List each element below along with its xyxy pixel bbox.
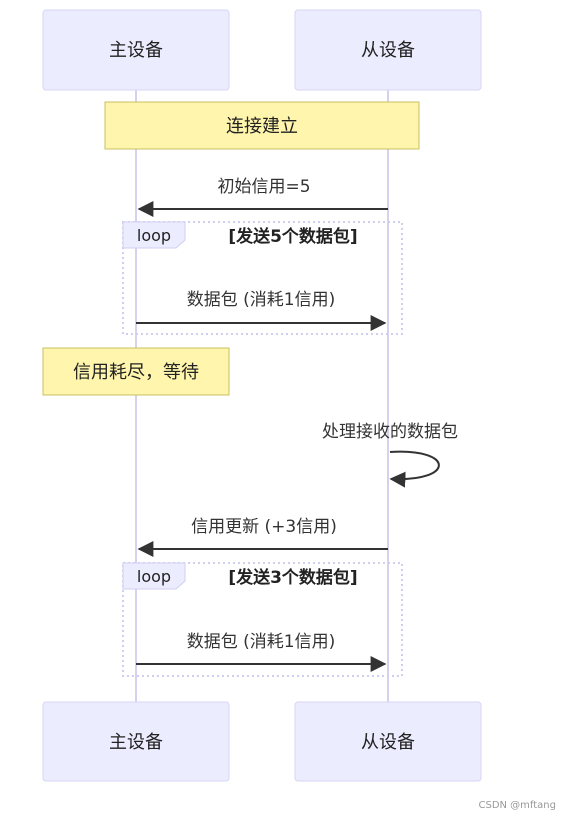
actor-slave-bottom: 从设备 (294, 701, 482, 782)
actor-slave-top-label: 从设备 (361, 40, 415, 61)
actor-slave-bottom-label: 从设备 (361, 732, 415, 753)
actor-master-bottom: 主设备 (42, 701, 230, 782)
message-credit-update-label: 信用更新 (+3信用) (191, 517, 337, 537)
actor-master-top-label: 主设备 (109, 40, 163, 61)
loop-label-2: loop (137, 567, 171, 586)
message-packet-1-label: 数据包 (消耗1信用) (187, 290, 335, 310)
actor-master-bottom-label: 主设备 (109, 732, 163, 753)
note-connection: 连接建立 (104, 101, 420, 150)
loop-condition-1: [发送5个数据包] (228, 226, 357, 247)
note-connection-text: 连接建立 (226, 116, 298, 137)
message-process-self: 处理接收的数据包 (322, 422, 458, 488)
message-packet-2-label: 数据包 (消耗1信用) (187, 632, 335, 652)
actor-master-top: 主设备 (42, 9, 230, 91)
message-packet-2: 数据包 (消耗1信用) (136, 632, 387, 672)
loop-frame-1: loop [发送5个数据包] (122, 221, 403, 335)
message-initial-credit-label: 初始信用=5 (217, 177, 310, 197)
loop-label-1: loop (137, 226, 171, 245)
message-process-label: 处理接收的数据包 (322, 422, 458, 442)
message-initial-credit: 初始信用=5 (137, 177, 388, 217)
actor-slave-top: 从设备 (294, 9, 482, 91)
message-process-arrow (389, 450, 440, 488)
message-credit-update: 信用更新 (+3信用) (137, 517, 388, 557)
loop-condition-2: [发送3个数据包] (228, 567, 357, 588)
note-credit-exhausted-text: 信用耗尽，等待 (73, 362, 199, 383)
loop-frame-2: loop [发送3个数据包] (122, 562, 403, 677)
loop-tab-2 (122, 562, 186, 590)
message-packet-1: 数据包 (消耗1信用) (136, 290, 387, 331)
loop-tab-1 (122, 221, 186, 249)
note-credit-exhausted: 信用耗尽，等待 (42, 347, 230, 396)
watermark: CSDN @mftang (478, 800, 556, 811)
